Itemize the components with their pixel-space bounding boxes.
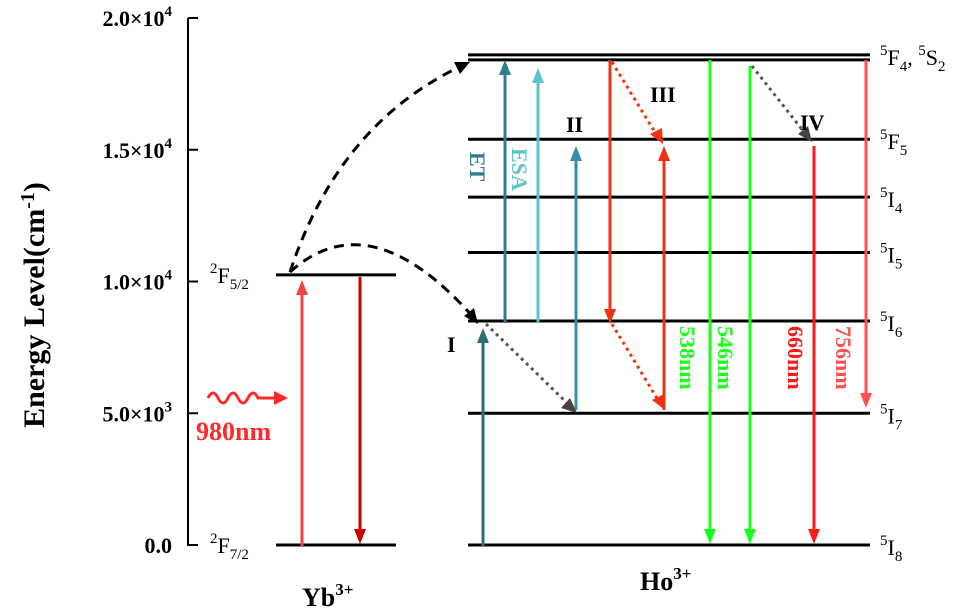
transfer-curve-to-5I6 xyxy=(288,243,476,319)
ho-excitation-arrows xyxy=(477,60,670,546)
y-tick-label: 0.0 xyxy=(145,533,173,558)
step-label-II: II xyxy=(566,112,583,137)
wavy-photon-icon xyxy=(206,391,276,405)
yb-ion-label: Yb3+ xyxy=(302,580,353,612)
energy-levels: 2F7/2 2F5/2 5I8 5I7 5I6 5I5 5I4 5F5 5F4, 5S2 xyxy=(210,43,946,565)
emission-label-538: 538nm xyxy=(675,326,700,390)
ho-level-label-5F4_5S2: 5F4, 5S2 xyxy=(880,43,946,75)
y-tick-label: 1.5×104 xyxy=(102,136,172,163)
transfer-curve-to-5F4 xyxy=(288,61,469,273)
emission-label-546: 546nm xyxy=(713,326,738,390)
yb-transitions xyxy=(296,277,366,546)
step-label-IV: IV xyxy=(800,110,825,135)
y-tick-label: 5.0×103 xyxy=(102,399,172,426)
excitation-label: 980nm xyxy=(196,417,271,446)
yb-level-label-excited: 2F5/2 xyxy=(210,261,249,293)
yb-emission-arrowhead xyxy=(354,529,366,544)
energy-transfer-curves xyxy=(288,61,478,324)
step-label-III: III xyxy=(650,82,676,107)
yb-absorption-arrowhead xyxy=(296,280,308,295)
ho-level-label-5I7: 5I7 xyxy=(880,401,903,433)
ho-level-label-5I4: 5I4 xyxy=(880,185,903,217)
ho-level-label-5F5: 5F5 xyxy=(880,127,907,159)
ho-relaxation-arrows xyxy=(604,60,872,544)
y-axis: 0.0 5.0×103 1.0×104 1.5×104 2.0×104 xyxy=(102,4,198,558)
emission-label-756: 756nm xyxy=(831,326,856,390)
ho-level-label-5I6: 5I6 xyxy=(880,309,903,341)
ho-ion-label: Ho3+ xyxy=(640,564,691,596)
y-tick-label: 2.0×104 xyxy=(102,4,172,31)
y-axis-label: Energy Level(cm-1) xyxy=(17,182,51,428)
ho-level-label-5I8: 5I8 xyxy=(880,533,902,565)
esa-label: ESA xyxy=(507,148,532,191)
ho-level-label-5I5: 5I5 xyxy=(880,241,902,273)
step-label-I: I xyxy=(447,332,456,357)
emission-label-660: 660nm xyxy=(783,326,808,390)
dotted-relaxation-arrows xyxy=(484,61,812,413)
et-label: ET xyxy=(465,152,490,182)
yb-level-label-ground: 2F7/2 xyxy=(210,531,249,563)
y-tick-label: 1.0×104 xyxy=(102,268,172,295)
excitation-photon: 980nm xyxy=(196,391,288,446)
